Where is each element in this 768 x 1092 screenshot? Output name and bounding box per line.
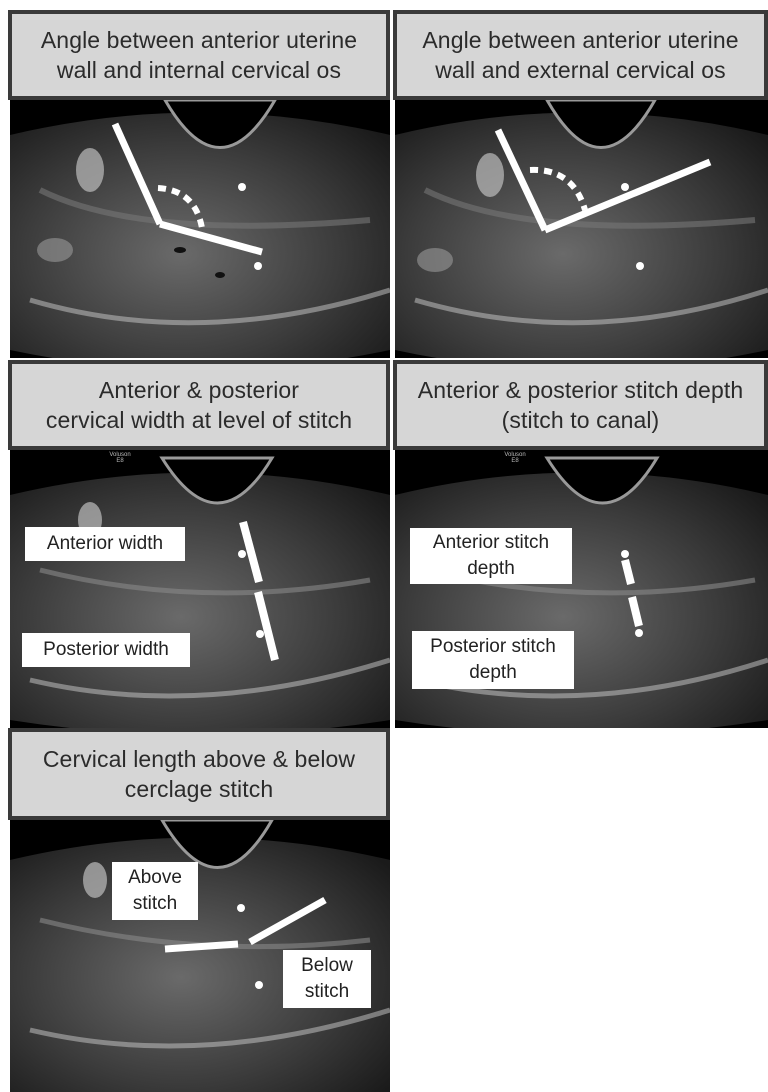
stitch-marker — [635, 629, 643, 637]
stitch-marker — [238, 183, 246, 191]
posterior-stitch-depth-label: Posterior stitch depth — [412, 631, 574, 689]
ultrasound-scan-svg — [10, 100, 390, 358]
ultrasound-scan-svg — [395, 100, 768, 358]
panel-title: Anterior & posterior cervical width at l… — [8, 360, 390, 450]
panel-title: Cervical length above & below cerclage s… — [8, 728, 390, 820]
ultrasound-image: Voluson E8 — [10, 450, 390, 728]
probe-text: Voluson E8 — [108, 452, 132, 464]
anterior-stitch-depth-label: Anterior stitch depth — [410, 528, 572, 584]
stitch-marker — [238, 550, 246, 558]
length-line-below — [165, 944, 238, 949]
panel-title: Angle between anterior uterine wall and … — [8, 10, 390, 100]
probe-text: Voluson E8 — [503, 452, 527, 464]
anterior-width-label: Anterior width — [25, 527, 185, 561]
ultrasound-image — [10, 100, 390, 358]
stitch-marker — [636, 262, 644, 270]
above-stitch-label: Above stitch — [112, 862, 198, 920]
panel-title: Angle between anterior uterine wall and … — [393, 10, 768, 100]
ultrasound-scan-svg — [10, 450, 390, 728]
panel-title: Anterior & posterior stitch depth (stitc… — [393, 360, 768, 450]
stitch-marker — [256, 630, 264, 638]
stitch-marker — [254, 262, 262, 270]
stitch-marker — [237, 904, 245, 912]
posterior-width-label: Posterior width — [22, 633, 190, 667]
stitch-marker — [621, 183, 629, 191]
stitch-marker — [621, 550, 629, 558]
below-stitch-label: Below stitch — [283, 950, 371, 1008]
ultrasound-image — [395, 100, 768, 358]
stitch-marker — [255, 981, 263, 989]
